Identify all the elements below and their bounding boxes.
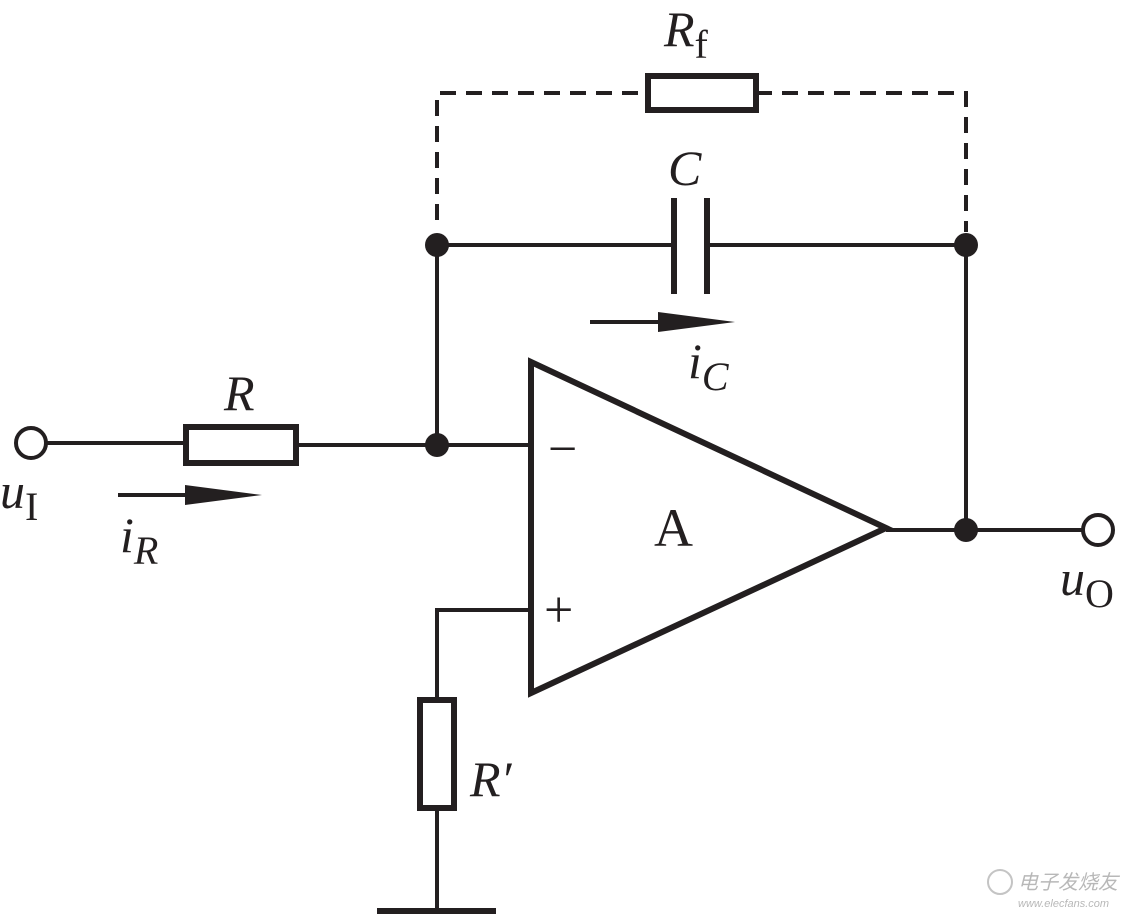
watermark: 电子发烧友 www.elecfans.com — [987, 869, 1121, 910]
rf-resistor — [645, 73, 759, 113]
capacitor-branch — [437, 198, 966, 294]
ir-arrow — [118, 485, 262, 505]
junction-dot-top-left — [425, 233, 449, 257]
rf-label: Rf — [663, 1, 709, 67]
watermark-text: 电子发烧友 — [1018, 872, 1121, 894]
minus-label: − — [548, 421, 577, 478]
non-inverting-wire — [435, 608, 531, 700]
junction-dot-output — [954, 518, 978, 542]
output-terminal — [1081, 513, 1115, 547]
junction-dot-input — [425, 433, 449, 457]
c-label: C — [668, 140, 702, 196]
r-prime-resistor — [417, 697, 457, 811]
amp-label: A — [654, 498, 693, 558]
ic-arrow — [590, 312, 735, 332]
ui-label: uI — [0, 463, 38, 529]
input-terminal — [14, 426, 48, 460]
ic-label: iC — [688, 333, 730, 399]
junction-dot-top-right — [954, 233, 978, 257]
watermark-logo-icon — [987, 869, 1013, 895]
plus-label: + — [544, 582, 573, 639]
uo-label: uO — [1060, 550, 1114, 616]
rf-dashed-wire — [435, 91, 648, 220]
rf-dashed-wire-right — [756, 91, 968, 232]
watermark-url: www.elecfans.com — [1018, 898, 1109, 910]
input-resistor — [183, 424, 299, 466]
rf-branch — [435, 73, 968, 232]
ir-label: iR — [120, 507, 158, 573]
r-label: R — [223, 365, 255, 421]
op-amp-triangle — [528, 357, 894, 698]
r-prime-label: R′ — [469, 751, 513, 807]
